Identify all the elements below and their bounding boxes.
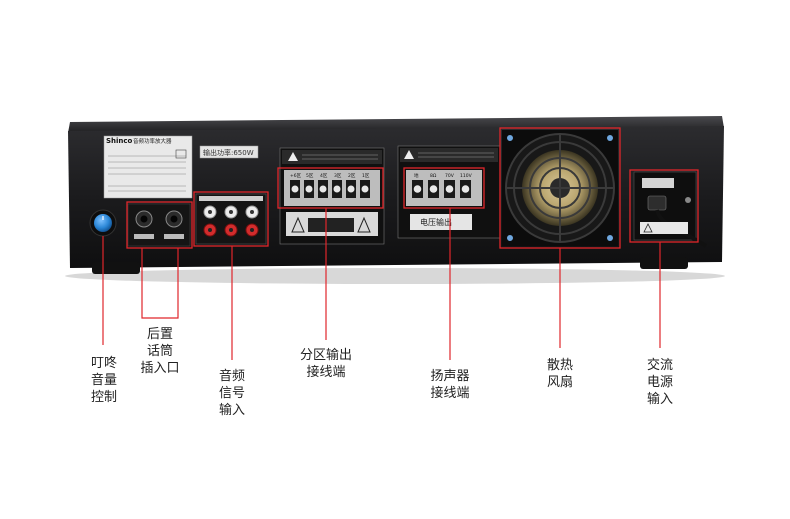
callout-cooling-fan: 散热 风扇 bbox=[546, 358, 573, 390]
mic-jack-label-1 bbox=[134, 234, 154, 239]
speaker-tag-0: 地 bbox=[414, 172, 419, 179]
callout-speaker-terminal: 扬声器 接线端 bbox=[430, 369, 470, 401]
callout-rear-mic: 后置 话筒 插入口 bbox=[140, 327, 180, 376]
zone-tag-4: 2区 bbox=[348, 173, 356, 179]
fan-screw-tl bbox=[507, 135, 513, 141]
zone-tag-5: 1区 bbox=[362, 173, 370, 179]
warning-icon bbox=[288, 152, 298, 161]
zone-terminals bbox=[290, 180, 370, 198]
speaker-warning-icon bbox=[404, 150, 414, 159]
certification-icon bbox=[175, 149, 187, 159]
speaker-tag-3: 110V bbox=[460, 173, 473, 179]
callout-boxes bbox=[126, 127, 699, 249]
brand-subtitle: 音频功率放大器 bbox=[133, 137, 172, 145]
brand-text: Shinco bbox=[106, 137, 133, 145]
mic-jack-label-2 bbox=[164, 234, 184, 239]
foot-right bbox=[640, 257, 688, 269]
rca-row-white bbox=[203, 205, 259, 219]
voltage-output-label bbox=[410, 214, 472, 230]
ac-warning-label bbox=[640, 222, 688, 234]
chime-volume-knob[interactable] bbox=[94, 214, 112, 232]
ground-screw bbox=[685, 197, 691, 203]
speaker-tag-2: 70V bbox=[445, 173, 455, 179]
zone-tag-2: 4区 bbox=[320, 173, 328, 179]
voltage-output-text: 电压输出 bbox=[420, 217, 452, 227]
output-power-text: 输出功率:650W bbox=[203, 148, 254, 157]
spec-label bbox=[103, 135, 193, 199]
rca-row-red bbox=[203, 223, 259, 237]
speaker-terminals bbox=[412, 180, 471, 198]
output-power-sticker bbox=[199, 145, 259, 159]
callout-zone-output: 分区输出 接线端 bbox=[299, 348, 352, 380]
callout-lines bbox=[102, 208, 661, 360]
zone-tag-1: 5区 bbox=[306, 173, 314, 179]
speaker-tag-1: 8Ω bbox=[430, 173, 437, 179]
fan-screw-br bbox=[607, 235, 613, 241]
power-cord-socket[interactable] bbox=[647, 195, 667, 211]
callout-chime-volume: 叮咚 音量 控制 bbox=[90, 356, 117, 405]
callout-ac-power: 交流 电源 输入 bbox=[646, 358, 673, 407]
foot-left bbox=[92, 262, 140, 274]
fan-screw-bl bbox=[507, 235, 513, 241]
fan-screw-tr bbox=[607, 135, 613, 141]
zone-warning-strip bbox=[282, 150, 382, 164]
callout-audio-input: 音频 信号 输入 bbox=[218, 369, 245, 418]
rca-header-label bbox=[199, 196, 263, 201]
speaker-warning-strip bbox=[400, 148, 498, 162]
zone-tag-0: +6区 bbox=[290, 173, 302, 179]
zone-tag-3: 3区 bbox=[334, 173, 342, 179]
floor-shadow bbox=[65, 268, 725, 284]
ac-rating-label bbox=[642, 178, 674, 188]
mic-jack-panel bbox=[127, 203, 191, 247]
